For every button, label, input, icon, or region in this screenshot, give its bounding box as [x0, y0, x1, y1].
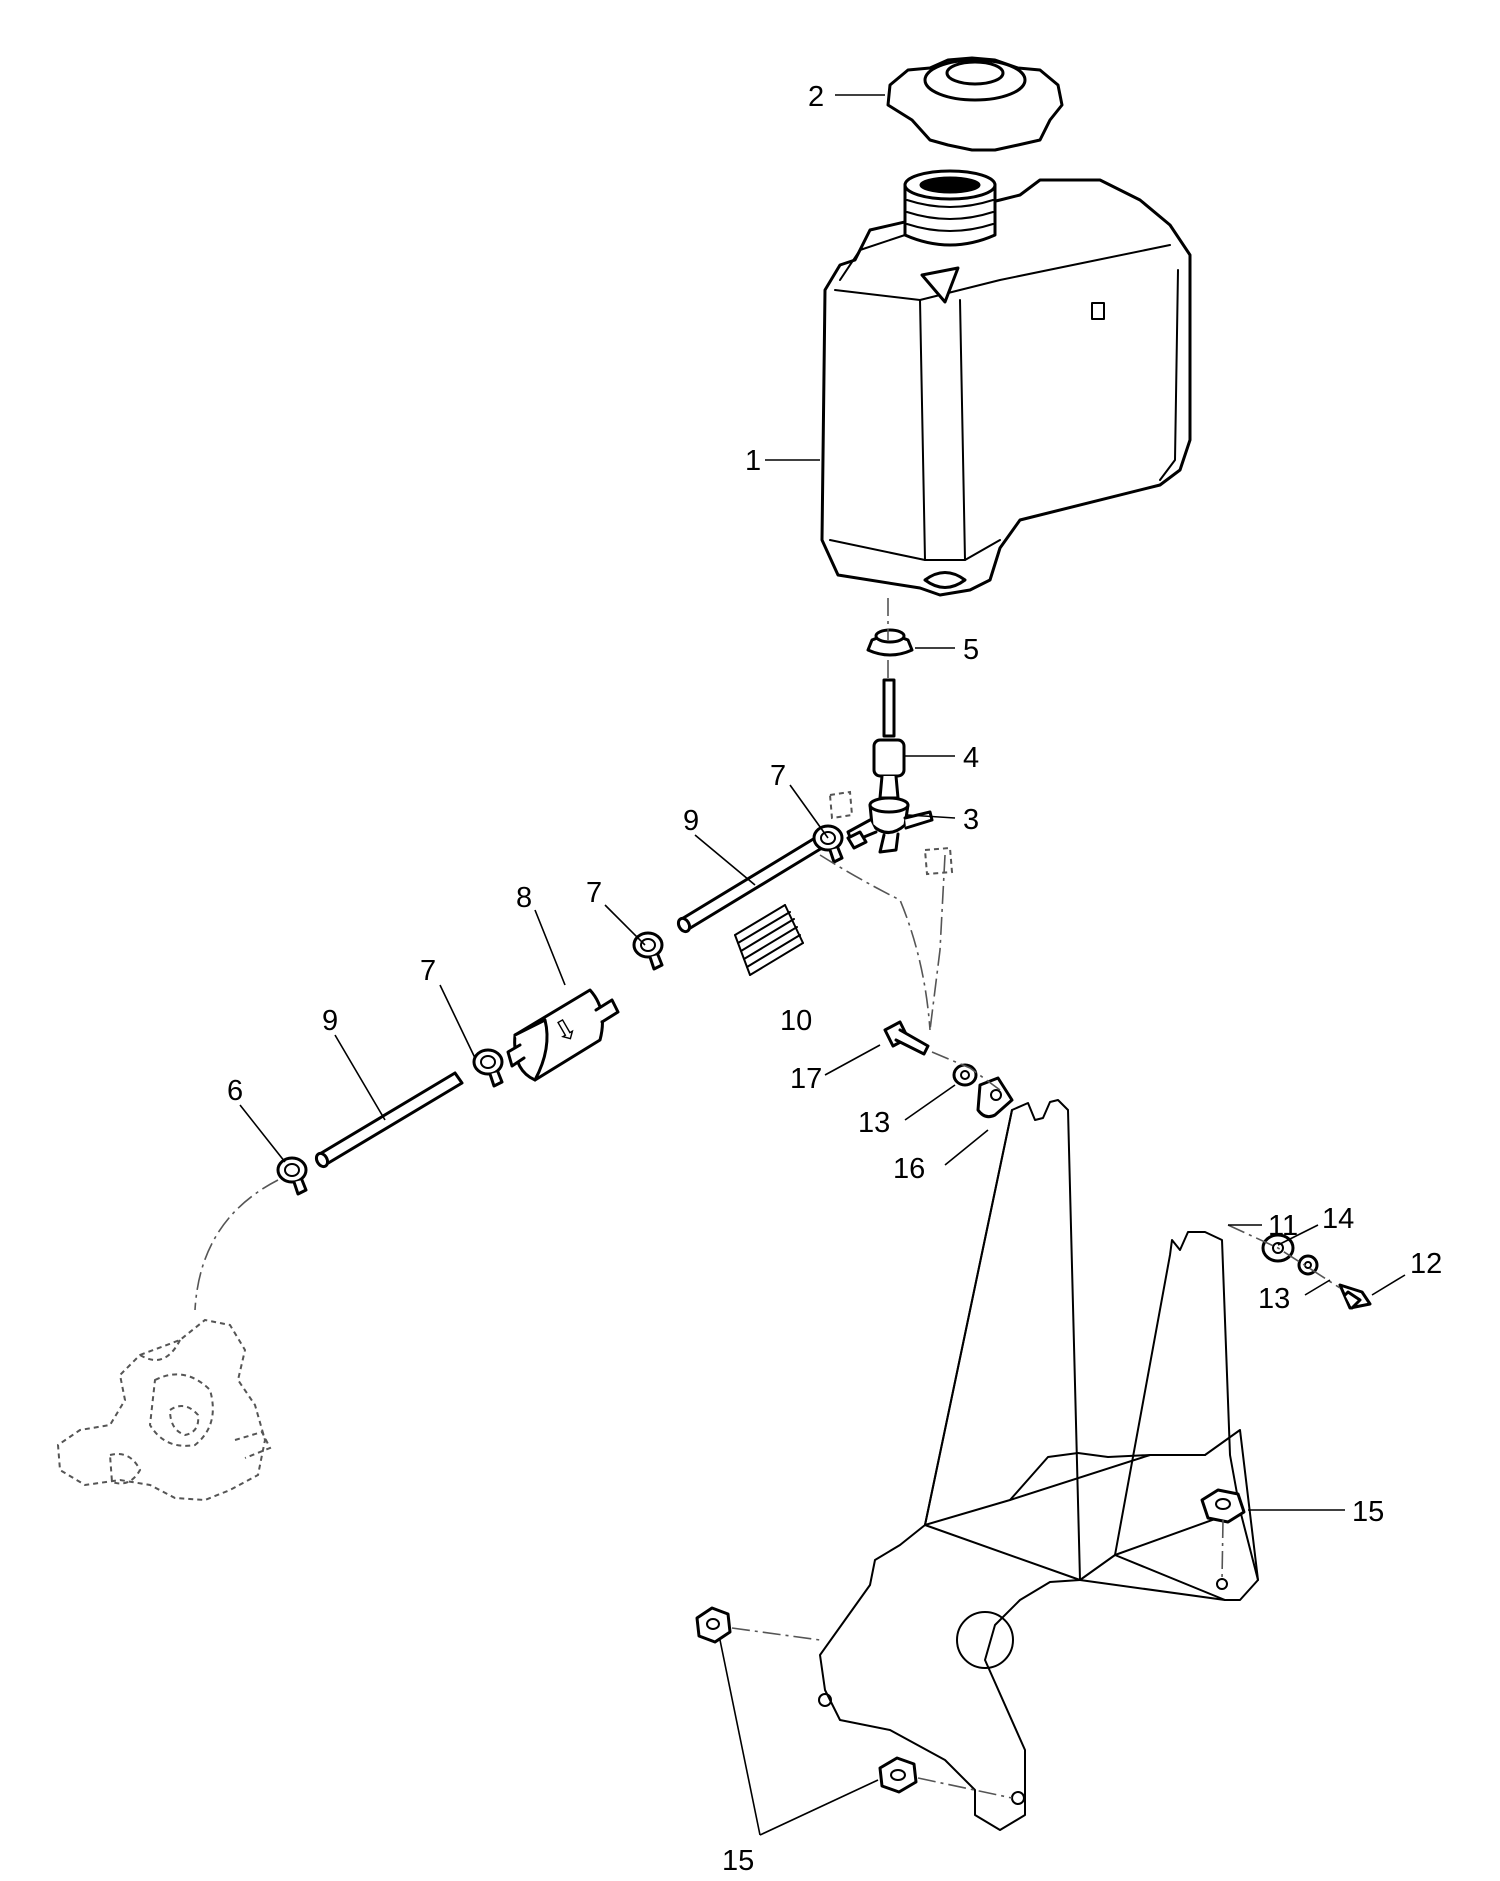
tank-grommet [866, 628, 914, 657]
callout-5: 5 [963, 634, 979, 666]
spring [734, 904, 804, 976]
screw [883, 1020, 930, 1056]
callout-15-right: 15 [1352, 1496, 1384, 1528]
callout-13-right: 13 [1258, 1283, 1290, 1315]
callout-16: 16 [893, 1153, 925, 1185]
callout-13-upper: 13 [858, 1107, 890, 1139]
callout-7-filter-in: 7 [420, 955, 436, 987]
hose-clamp-carburetor [276, 1156, 308, 1196]
hex-nut-left [695, 1606, 732, 1644]
carburetor-reference [56, 1318, 272, 1502]
fuel-filter: ⇩ [506, 988, 620, 1082]
bolt [1338, 1283, 1372, 1310]
fuel-tank [820, 169, 1192, 597]
shutoff-valve [828, 790, 954, 876]
callout-2: 2 [808, 81, 824, 113]
callout-7-filter-out: 7 [586, 877, 602, 909]
callout-17: 17 [790, 1063, 822, 1095]
callout-11: 11 [1268, 1210, 1298, 1242]
callout-6: 6 [227, 1075, 243, 1107]
fuel-cap [886, 56, 1064, 152]
outlet-fitting [872, 678, 906, 800]
hose-clamp-filter-in [472, 1048, 504, 1088]
tank-mounting-bracket [818, 1099, 1259, 1831]
lock-washer-upper [952, 1063, 978, 1087]
callout-3: 3 [963, 804, 979, 836]
callout-9-upper: 9 [683, 805, 699, 837]
hex-nut-bottom [878, 1756, 918, 1794]
hex-nut-right [1200, 1488, 1246, 1524]
hose-clamp-filter-out [632, 931, 664, 971]
fuel-hose-upper [676, 836, 824, 934]
callout-4: 4 [963, 742, 979, 774]
callout-8: 8 [516, 882, 532, 914]
callout-15-bottom: 15 [722, 1845, 754, 1877]
hose-clamp-valve [812, 824, 844, 864]
callout-10: 10 [780, 1005, 812, 1037]
callout-7-valve: 7 [770, 760, 786, 792]
callout-14: 14 [1322, 1203, 1354, 1235]
fuel-hose-lower [314, 1071, 464, 1169]
callout-12: 12 [1410, 1248, 1442, 1280]
callout-9-lower: 9 [322, 1005, 338, 1037]
callout-1: 1 [745, 445, 761, 477]
hose-clip [976, 1076, 1014, 1119]
